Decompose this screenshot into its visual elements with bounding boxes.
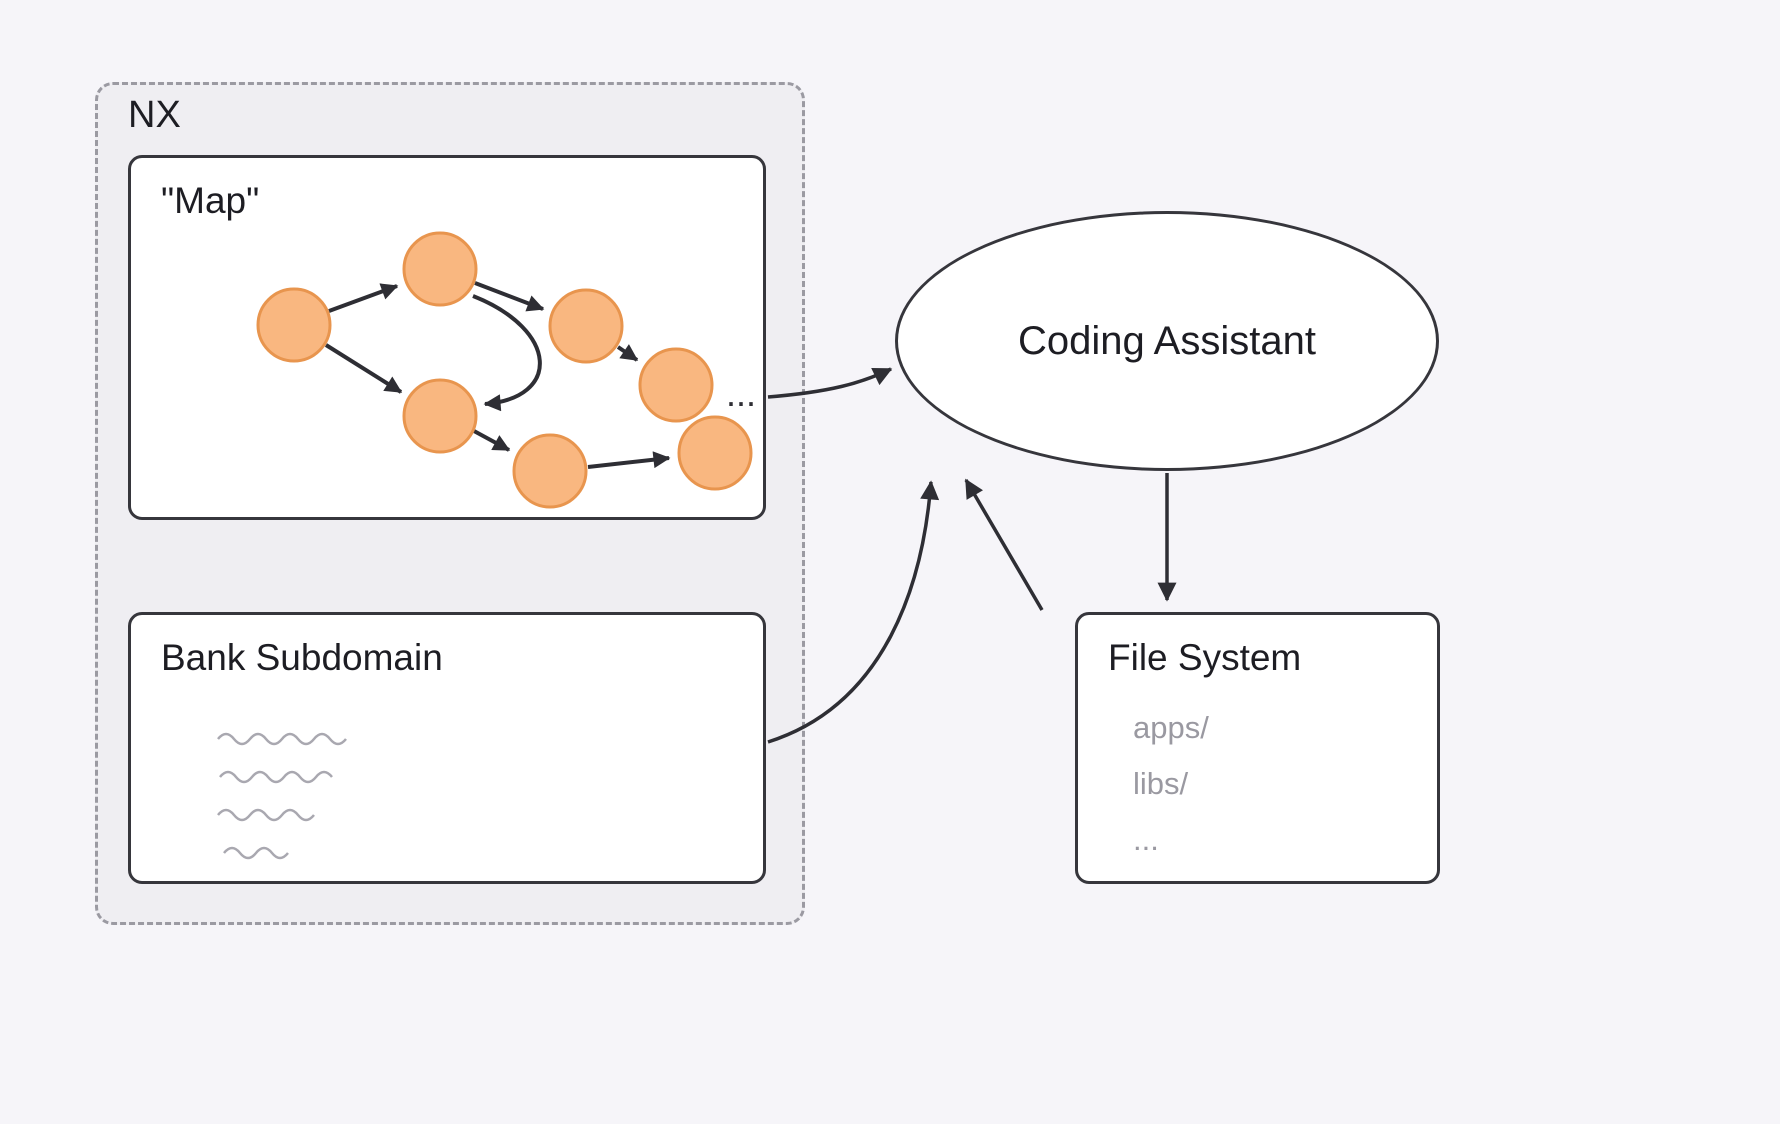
map-card: ... "Map" <box>128 155 766 520</box>
graph-edge <box>587 451 671 469</box>
graph-node <box>677 415 753 491</box>
graph-edge <box>474 281 545 312</box>
placeholder-line <box>217 808 315 822</box>
file-system-item: ... <box>1133 822 1159 857</box>
graph-edge <box>616 344 639 362</box>
nx-label: NX <box>128 94 181 136</box>
file-system-title: File System <box>1108 637 1302 678</box>
placeholder-line <box>217 732 347 746</box>
coding-assistant-label: Coding Assistant <box>1018 318 1316 363</box>
file-system-item: libs/ <box>1133 766 1189 801</box>
file-system-list: apps/ libs/ ... <box>1133 710 1209 858</box>
bank-subdomain-title: Bank Subdomain <box>161 637 443 678</box>
graph-ellipsis: ... <box>726 373 756 414</box>
graph-node <box>548 288 624 364</box>
arrow-filesystem-to-assistant <box>964 478 1044 611</box>
graph-node <box>402 231 478 307</box>
graph-node <box>512 433 588 509</box>
graph-node <box>256 287 332 363</box>
graph-edge <box>324 343 403 394</box>
graph-node <box>638 347 714 423</box>
graph-node <box>402 378 478 454</box>
graph-edge <box>473 429 511 452</box>
file-system-card: File System apps/ libs/ ... <box>1075 612 1440 884</box>
coding-assistant-node: Coding Assistant <box>895 211 1439 471</box>
placeholder-line <box>219 770 333 784</box>
file-system-item: apps/ <box>1133 710 1209 745</box>
bank-subdomain-card: Bank Subdomain <box>128 612 766 884</box>
graph-edge <box>328 283 399 313</box>
dependency-graph: ... <box>256 231 756 509</box>
graph-edge <box>472 294 542 412</box>
placeholder-lines <box>217 732 347 860</box>
placeholder-line <box>223 846 289 860</box>
map-title: "Map" <box>161 180 260 221</box>
